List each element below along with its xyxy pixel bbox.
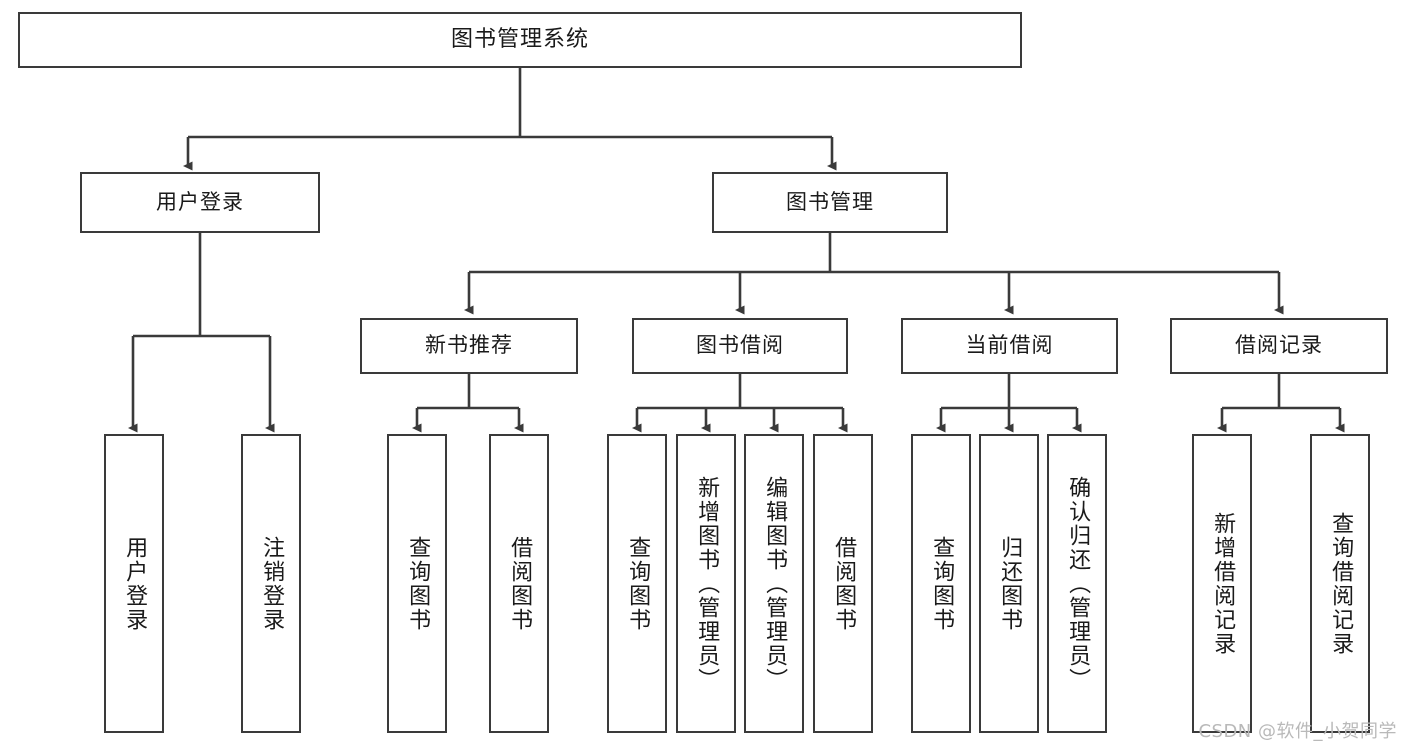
leaf-current-return-book[interactable]: 归还图书 (979, 434, 1039, 733)
node-current-borrow[interactable]: 当前借阅 (901, 318, 1118, 374)
leaf-borrow-edit-book-admin[interactable]: 编辑图书（管理员） (744, 434, 804, 733)
csdn-watermark: CSDN @软件_小贺同学 (1198, 721, 1397, 742)
leaf-current-confirm-return-admin[interactable]: 确认归还（管理员） (1047, 434, 1107, 733)
leaf-borrow-borrow-book[interactable]: 借阅图书 (813, 434, 873, 733)
node-user-login[interactable]: 用户登录 (80, 172, 320, 233)
node-book-management[interactable]: 图书管理 (712, 172, 948, 233)
node-new-book-recommend[interactable]: 新书推荐 (360, 318, 578, 374)
leaf-user-login-signin[interactable]: 用户登录 (104, 434, 164, 733)
node-root-system[interactable]: 图书管理系统 (18, 12, 1022, 68)
leaf-record-add-record[interactable]: 新增借阅记录 (1192, 434, 1252, 733)
leaf-borrow-query-book[interactable]: 查询图书 (607, 434, 667, 733)
leaf-new-book-borrow[interactable]: 借阅图书 (489, 434, 549, 733)
node-book-borrow[interactable]: 图书借阅 (632, 318, 848, 374)
leaf-record-query-record[interactable]: 查询借阅记录 (1310, 434, 1370, 733)
leaf-current-query-book[interactable]: 查询图书 (911, 434, 971, 733)
leaf-user-login-signout[interactable]: 注销登录 (241, 434, 301, 733)
leaf-new-book-query[interactable]: 查询图书 (387, 434, 447, 733)
leaf-borrow-add-book-admin[interactable]: 新增图书（管理员） (676, 434, 736, 733)
node-borrow-record[interactable]: 借阅记录 (1170, 318, 1388, 374)
